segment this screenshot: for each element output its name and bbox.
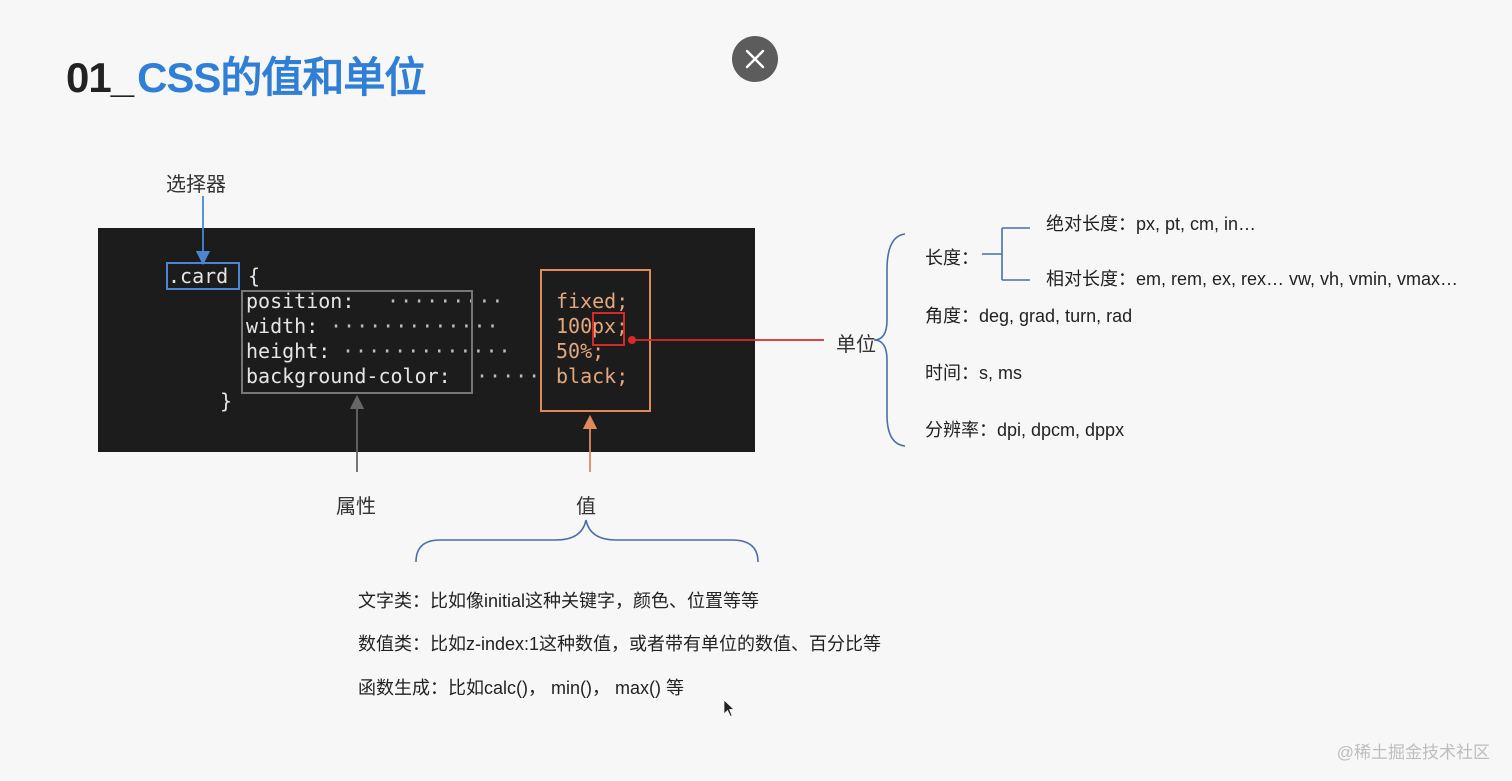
unit-relative-length: 相对长度：em, rem, ex, rex… vw, vh, vmin, vma… <box>1046 269 1459 289</box>
code-dots: ············· <box>342 339 512 363</box>
unit-length: 长度： <box>925 248 979 268</box>
mouse-cursor-icon <box>723 699 735 718</box>
code-value: fixed; <box>556 289 629 313</box>
property-highlight-box <box>241 290 473 394</box>
value-label: 值 <box>576 496 596 518</box>
value-brace <box>415 519 759 563</box>
code-property: width: <box>246 314 319 338</box>
code-value: 50%; <box>556 339 605 363</box>
code-property: background-color: <box>246 364 451 388</box>
unit-angle: 角度：deg, grad, turn, rad <box>925 306 1133 326</box>
close-button[interactable] <box>732 36 778 82</box>
value-type-function: 函数生成：比如calc()， min()， max() 等 <box>358 678 684 698</box>
unit-highlight-box <box>592 312 625 346</box>
code-open-brace: { <box>248 264 261 288</box>
code-close-brace: } <box>220 389 233 413</box>
watermark: @稀土掘金技术社区 <box>1336 743 1490 762</box>
code-dots: ····· <box>476 364 542 388</box>
code-property: height: <box>246 339 331 363</box>
length-bracket <box>982 227 1030 281</box>
unit-resolution: 分辨率：dpi, dpcm, dppx <box>925 420 1125 440</box>
unit-absolute-length: 绝对长度：px, pt, cm, in… <box>1046 214 1257 234</box>
value-type-text: 文字类：比如像initial这种关键字，颜色、位置等等 <box>358 591 760 611</box>
value-type-number: 数值类：比如z-index:1这种数值，或者带有单位的数值、百分比等 <box>358 634 882 654</box>
close-icon <box>745 49 765 69</box>
code-property: position: <box>246 289 355 313</box>
selector-highlight-box <box>166 262 240 290</box>
code-dots: ············· <box>330 314 500 338</box>
title-text: CSS的值和单位 <box>137 54 426 101</box>
unit-time: 时间：s, ms <box>925 363 1022 383</box>
selector-label: 选择器 <box>166 174 226 196</box>
title-number: 01_ <box>66 54 134 101</box>
code-value: black; <box>556 364 629 388</box>
code-panel: .card { position: ········· fixed; width… <box>98 228 755 452</box>
property-label: 属性 <box>336 496 376 518</box>
code-dots: ········· <box>374 289 505 313</box>
unit-label: 单位 <box>836 334 876 356</box>
code-semicolon: ; <box>616 314 629 338</box>
code-unit: px <box>592 314 617 338</box>
code-selector: .card <box>168 264 229 288</box>
page-title: 01_CSS的值和单位 <box>66 44 426 105</box>
code-value: 100 <box>556 314 593 338</box>
unit-brace <box>873 233 906 447</box>
